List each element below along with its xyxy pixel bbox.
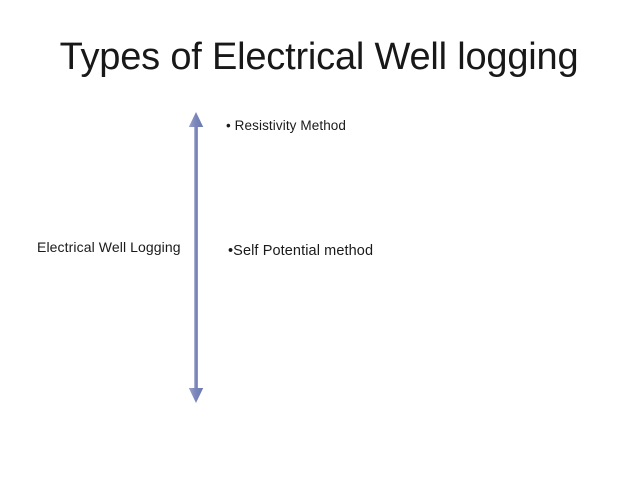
bullet-item-self-potential-method: •Self Potential method [228, 243, 374, 259]
bullet-item-resistivity-method: • Resistivity Method [226, 118, 347, 133]
page-title: Types of Electrical Well logging [59, 36, 579, 78]
category-label: Electrical Well Logging [37, 239, 181, 255]
double-headed-vertical-arrow-icon [182, 110, 210, 405]
